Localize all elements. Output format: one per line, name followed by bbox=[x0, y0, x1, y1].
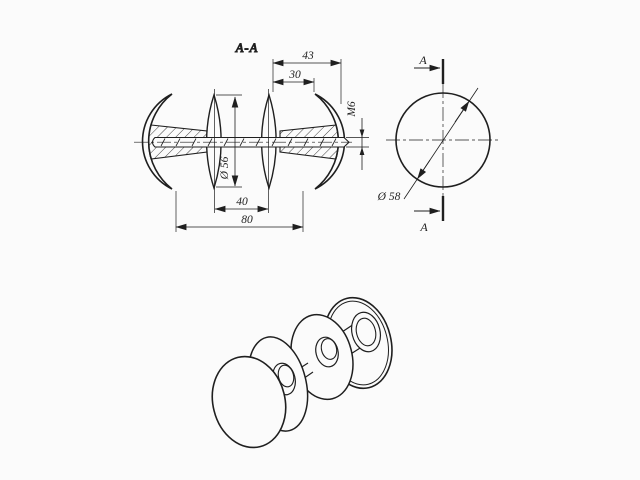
cut-label-bottom: A bbox=[419, 220, 428, 234]
dimension-40: 40 bbox=[214, 196, 269, 213]
dim-label-d56: Ø 56 bbox=[219, 156, 231, 180]
dim-label-40: 40 bbox=[236, 196, 248, 208]
section-title: A-A bbox=[235, 41, 258, 55]
dim-label-d58: Ø 58 bbox=[377, 191, 401, 203]
dimension-d58: Ø 58 bbox=[377, 87, 479, 203]
dim-label-30: 30 bbox=[288, 69, 301, 81]
dimension-30: 30 bbox=[272, 69, 315, 86]
isometric-view bbox=[211, 296, 393, 449]
dim-label-80: 80 bbox=[241, 214, 253, 226]
dim-label-43: 43 bbox=[302, 50, 314, 62]
cut-label-top: A bbox=[418, 53, 427, 67]
iso-front-dome bbox=[211, 355, 287, 449]
dimension-d56: Ø 56 bbox=[219, 96, 239, 187]
iso-disc2-hub-inner bbox=[277, 364, 295, 388]
iso-disc3-hub-inner bbox=[320, 338, 338, 360]
dimension-m6: M6 bbox=[346, 101, 365, 170]
dimension-43: 43 bbox=[272, 50, 342, 67]
iso-boss-ring-inner bbox=[355, 317, 377, 347]
end-view: A A Ø 58 bbox=[377, 53, 499, 234]
dim-label-m6: M6 bbox=[346, 101, 358, 118]
dimension-80: 80 bbox=[175, 214, 304, 231]
section-view: A-A bbox=[134, 41, 369, 232]
